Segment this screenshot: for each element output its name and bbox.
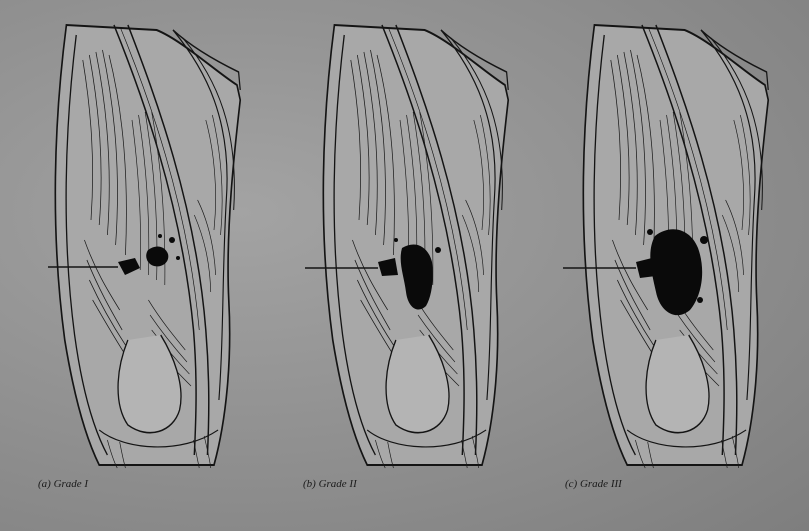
panel-c-illustration	[563, 25, 768, 468]
panel-a-caption: (a) Grade I	[38, 478, 88, 490]
panel-b-illustration	[305, 25, 508, 468]
panel-a-illustration	[48, 25, 240, 468]
panel-b-caption: (b) Grade II	[303, 478, 357, 490]
panel-c-caption: (c) Grade III	[565, 478, 622, 490]
